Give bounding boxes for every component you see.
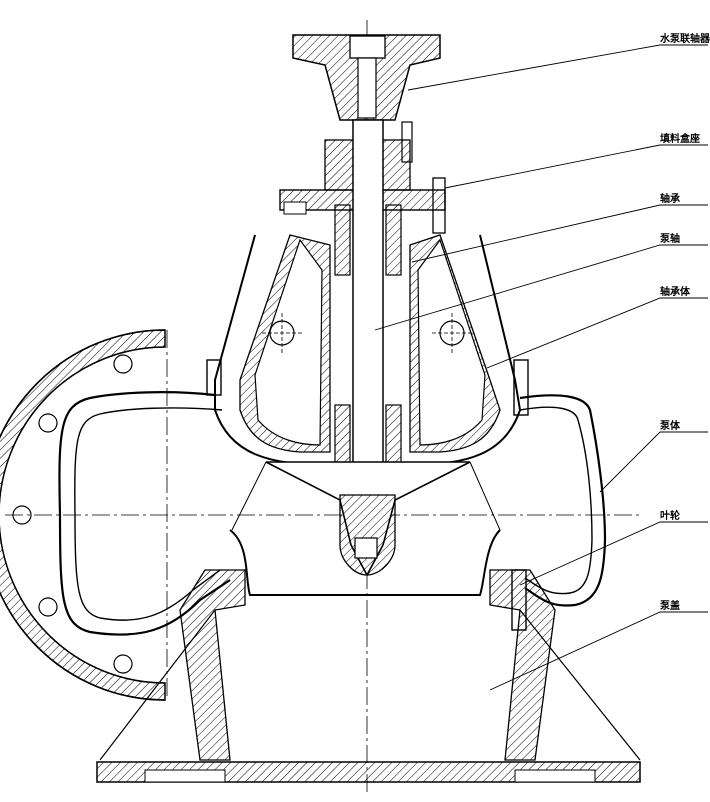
- label-pump-body: 泵体: [660, 419, 681, 432]
- impeller: [231, 461, 501, 577]
- label-impeller: 叶轮: [660, 509, 680, 522]
- inlet-flange: [0, 329, 166, 701]
- volute-casing: [58, 391, 607, 636]
- label-shaft: 泵轴: [660, 232, 680, 245]
- label-bearing-body: 轴承体: [660, 285, 691, 298]
- pump-cover: [96, 529, 641, 783]
- label-pump-cover: 泵盖: [660, 599, 680, 612]
- label-packing-seat: 填料盒座: [660, 132, 700, 145]
- label-bearing: 轴承: [660, 192, 680, 205]
- pump-coupling: [292, 34, 441, 121]
- leader-lines: [374, 44, 708, 691]
- label-coupling: 水泵联轴器: [659, 32, 710, 45]
